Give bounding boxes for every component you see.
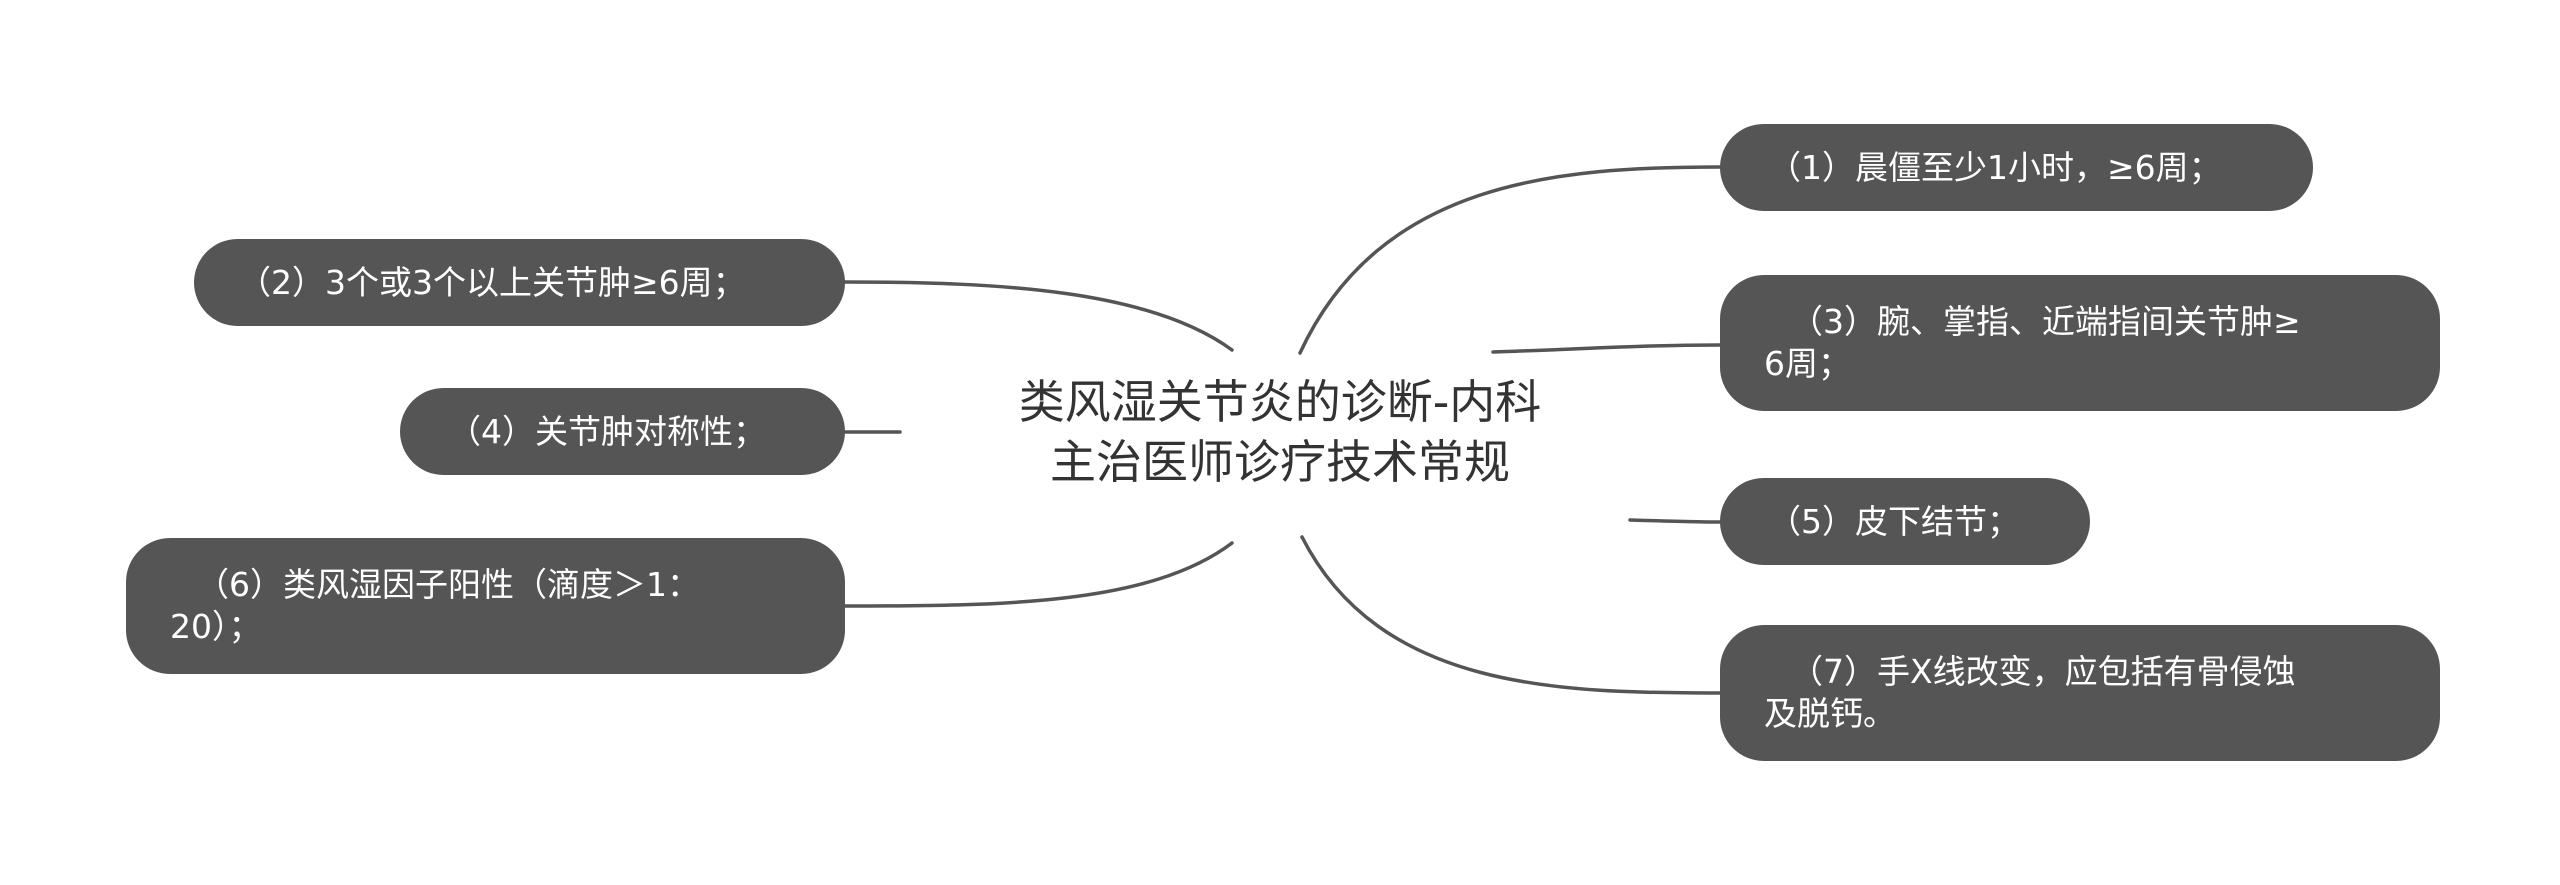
branch-node-1[interactable]: （1）晨僵至少1小时，≥6周； <box>1720 124 2313 211</box>
connector-c7 <box>1300 535 1722 695</box>
branch-node-3[interactable]: （3）腕、掌指、近端指间关节肿≥6周； <box>1720 275 2440 411</box>
branch-node-6[interactable]: （6）类风湿因子阳性（滴度＞1：20）； <box>126 538 845 674</box>
branch-node-6-line-2: 20）； <box>170 607 262 646</box>
branch-node-2-text: （2）3个或3个以上关节肿≥6周； <box>238 262 746 302</box>
branch-node-2[interactable]: （2）3个或3个以上关节肿≥6周； <box>194 239 845 326</box>
branch-node-7-text: （7）手X线改变，应包括有骨侵蚀及脱钙。 <box>1764 651 2296 735</box>
branch-node-5[interactable]: （5）皮下结节； <box>1720 478 2090 565</box>
branch-node-7[interactable]: （7）手X线改变，应包括有骨侵蚀及脱钙。 <box>1720 625 2440 761</box>
connector-c2 <box>843 280 1234 352</box>
connector-c1 <box>1298 165 1722 355</box>
branch-node-3-line-1: （3）腕、掌指、近端指间关节肿≥ <box>1790 302 2301 341</box>
connector-c3 <box>1491 343 1722 354</box>
branch-node-3-line-2: 6周； <box>1764 344 1851 383</box>
branch-node-5-text: （5）皮下结节； <box>1768 501 2020 541</box>
branch-node-7-line-2: 及脱钙。 <box>1764 694 1896 733</box>
branch-node-6-line-1: （6）类风湿因子阳性（滴度＞1： <box>196 565 700 604</box>
branch-node-4[interactable]: （4）关节肿对称性； <box>400 388 845 475</box>
root-topic-line-1: 类风湿关节炎的诊断-内科 <box>1018 375 1542 429</box>
root-topic-line-2: 主治医师诊疗技术常规 <box>1050 435 1510 489</box>
root-topic[interactable]: 类风湿关节炎的诊断-内科 主治医师诊疗技术常规 <box>985 372 1575 492</box>
branch-node-1-text: （1）晨僵至少1小时，≥6周； <box>1768 147 2222 187</box>
branch-node-6-text: （6）类风湿因子阳性（滴度＞1：20）； <box>170 564 700 648</box>
connector-c5 <box>1628 518 1722 524</box>
branch-node-3-text: （3）腕、掌指、近端指间关节肿≥6周； <box>1764 301 2301 385</box>
branch-node-7-line-1: （7）手X线改变，应包括有骨侵蚀 <box>1790 652 2296 691</box>
branch-node-4-text: （4）关节肿对称性； <box>448 411 766 451</box>
connector-c6 <box>843 541 1234 608</box>
